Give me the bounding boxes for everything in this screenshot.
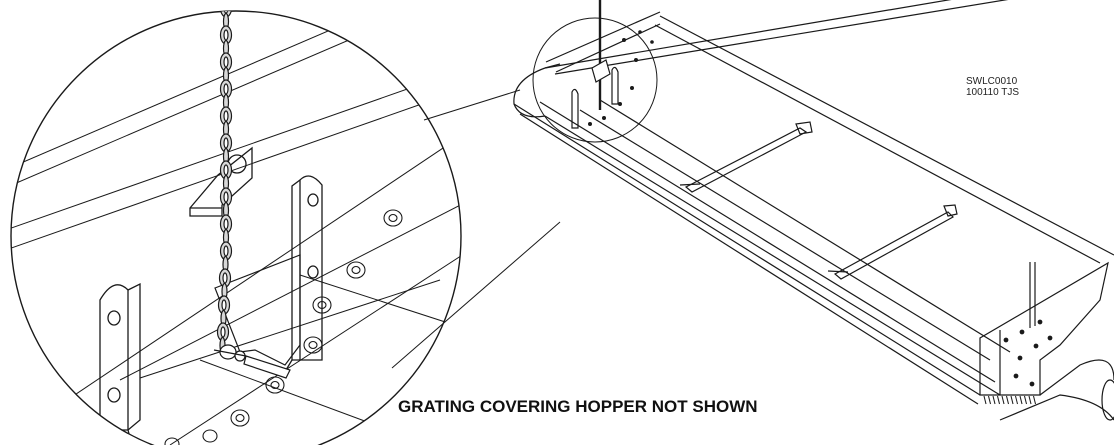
hatch-line <box>997 395 1000 405</box>
chain-link-hole <box>223 191 229 203</box>
detail-callout-circle <box>532 17 658 143</box>
chain-link-hole <box>223 83 229 95</box>
chain-link-hole <box>221 299 227 311</box>
chain-link-hole <box>223 164 229 176</box>
detail-view <box>10 10 462 445</box>
hopper-end-plate <box>979 261 1109 396</box>
end-plate-hatching <box>983 395 1036 405</box>
auger-tube-right <box>999 359 1114 421</box>
hopper-front-wall <box>513 101 1001 405</box>
end-threaded-rod <box>1029 262 1036 328</box>
chain-link-hole <box>220 326 226 338</box>
chain-link-hole <box>223 11 229 14</box>
chain <box>216 11 233 355</box>
callout-bolts <box>588 30 654 126</box>
hatch-line <box>1033 395 1036 405</box>
hopper-wall-lines <box>11 11 461 445</box>
hatch-line <box>1015 395 1018 405</box>
detail-circle-outline <box>10 10 462 445</box>
hatch-line <box>1010 395 1014 405</box>
detail-leader-lines <box>391 89 561 369</box>
right-slotted-bracket <box>285 175 323 371</box>
drawing-number: SWLC0010 100110 TJS <box>966 76 1019 98</box>
drawing-number-line2: 100110 TJS <box>966 87 1020 98</box>
chain-link-hole <box>223 137 229 149</box>
hatch-line <box>1024 395 1027 405</box>
drawing-number-line1: SWLC0010 <box>966 76 1018 87</box>
hatch-line <box>1019 395 1023 405</box>
chain-link-hole <box>223 56 229 68</box>
chain-link-hole <box>223 110 229 122</box>
left-slotted-bracket <box>99 282 141 445</box>
hatch-line <box>983 395 987 405</box>
hatch-line <box>1028 395 1032 405</box>
cross-brace-1 <box>679 121 813 193</box>
hopper-trough <box>579 99 1011 361</box>
hatch-line <box>1006 395 1009 405</box>
callout-chain <box>571 0 619 129</box>
hopper-back-wall <box>544 0 1114 264</box>
hatch-line <box>988 395 991 405</box>
chain-link-hole <box>223 218 229 230</box>
hatch-line <box>1001 395 1005 405</box>
chain-anchor-bolt <box>213 344 291 379</box>
bolt-holes <box>164 209 403 445</box>
chain-link-hole <box>223 29 229 41</box>
cross-brace-2 <box>827 204 958 280</box>
chain-link-hole <box>223 245 229 257</box>
drawing-caption: GRATING COVERING HOPPER NOT SHOWN <box>398 397 758 416</box>
chain-link-hole <box>222 272 228 284</box>
hopper-assembly <box>513 0 1114 421</box>
hatch-line <box>992 395 996 405</box>
